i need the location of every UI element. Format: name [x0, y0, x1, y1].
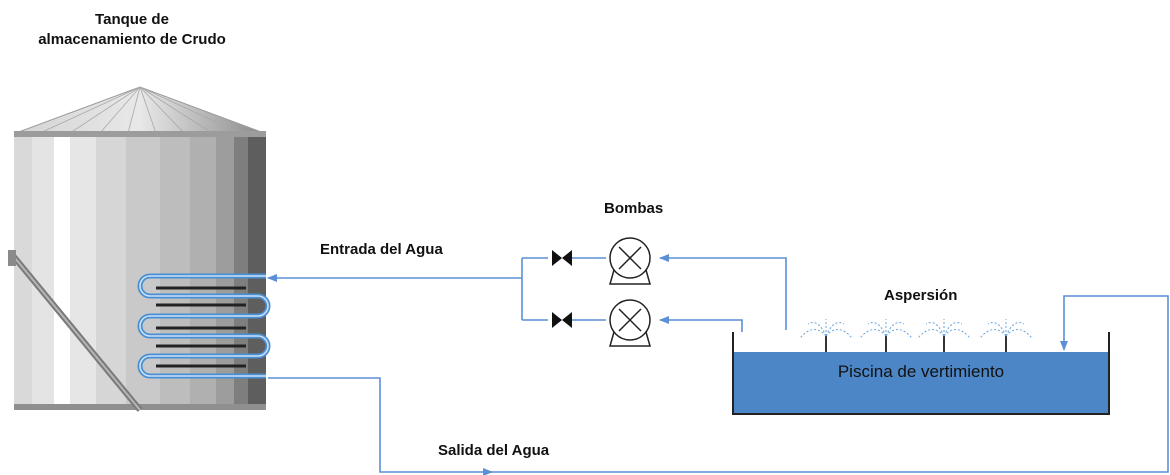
pool-label: Piscina de vertimiento: [837, 362, 1005, 381]
valve-icon: [552, 250, 572, 266]
upper-suction-pipe: [659, 254, 787, 330]
tank-title-line-1: Tanque de: [95, 11, 169, 28]
tank-title-line-2: almacenamiento de Crudo: [38, 31, 226, 48]
water-in-label: Entrada del Agua: [320, 241, 443, 258]
sprinkler-icon: [917, 318, 971, 352]
valve-icon: [552, 312, 572, 328]
pump-icon: [609, 299, 651, 347]
heating-coil: [137, 273, 271, 379]
lower-suction-pipe: [659, 316, 743, 332]
water-out-label: Salida del Agua: [438, 442, 550, 459]
outlet-pipe: [268, 377, 493, 475]
pumps-label: Bombas: [604, 200, 664, 217]
storage-tank: [7, 86, 271, 412]
pool-walls: [732, 332, 1110, 415]
tank-roof: [15, 86, 265, 134]
sprinklers: [799, 318, 1033, 352]
pipes: [267, 254, 1169, 475]
sprinkler-icon: [979, 318, 1033, 352]
return-pipe-to-pool: [490, 295, 1169, 473]
tank-title: Tanque de almacenamiento de Crudo: [18, 10, 246, 50]
sprinkler-icon: [799, 318, 853, 352]
tank-roof-ribs: [39, 86, 241, 134]
tank-roof-rim: [14, 131, 266, 137]
discharge-pool: [732, 332, 1110, 415]
sprinkler-icon: [859, 318, 913, 352]
pump-icon: [609, 237, 651, 285]
spray-label: Aspersión: [884, 287, 958, 304]
pool-water: [733, 352, 1109, 414]
tank-ladder: [7, 250, 143, 412]
